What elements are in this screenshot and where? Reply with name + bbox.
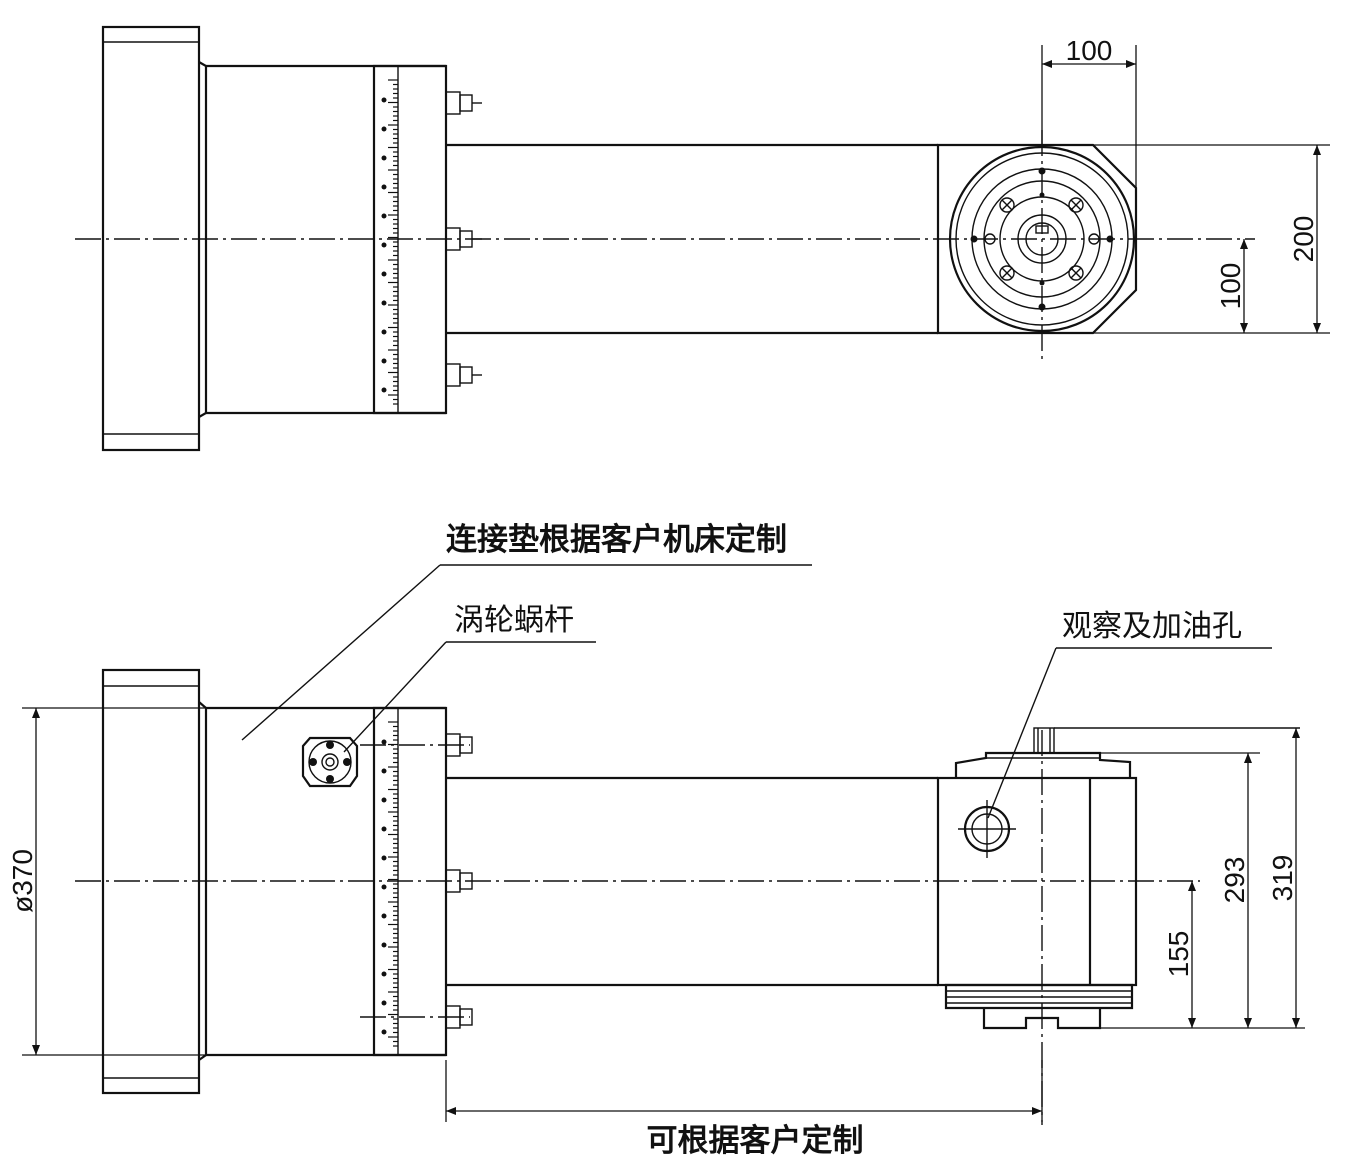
front-dim-155: 155 [1163,881,1196,1028]
dim-text-319: 319 [1267,855,1298,902]
top-dim-height: 200 [1093,144,1330,334]
callout-worm-gear: 涡轮蜗杆 [454,603,574,638]
top-view: 100 200 100 [75,25,1330,452]
dim-text-155: 155 [1163,931,1194,978]
top-scale-ticks [381,79,398,405]
front-view: ø370 319 293 155 可根据客户定制 连接垫根据客户机床定制 [7,522,1305,1159]
callout-connection-pad-leader: 连接垫根据客户机床定制 [241,522,812,741]
top-dim-offset: 100 [1215,239,1248,333]
dim-text-diameter: ø370 [7,849,38,913]
callout-oil-hole: 观察及加油孔 [1062,609,1242,644]
front-head [936,727,1300,1030]
top-bolt-3 [445,363,482,387]
callout-worm-gear-leader: 涡轮蜗杆 [343,603,596,753]
callout-custom-length: 可根据客户定制 [647,1123,864,1159]
front-dim-custom-length: 可根据客户定制 [445,1060,1043,1159]
top-dim-width: 100 [1041,35,1137,188]
front-dim-319: 319 [1100,728,1305,1029]
front-dim-diameter: ø370 [7,707,206,1056]
callout-oil-hole-leader: 观察及加油孔 [987,609,1272,819]
top-bolt-1 [445,91,482,115]
callout-connection-pad: 连接垫根据客户机床定制 [446,522,787,558]
front-dim-293: 293 [1100,752,1260,1028]
dim-text-offset: 100 [1215,263,1246,310]
dim-text-width: 100 [1066,35,1113,66]
front-scale-ticks [381,721,398,1047]
dim-text-height: 200 [1288,216,1319,263]
dim-text-293: 293 [1219,857,1250,904]
worm-gear-icon [301,736,359,788]
